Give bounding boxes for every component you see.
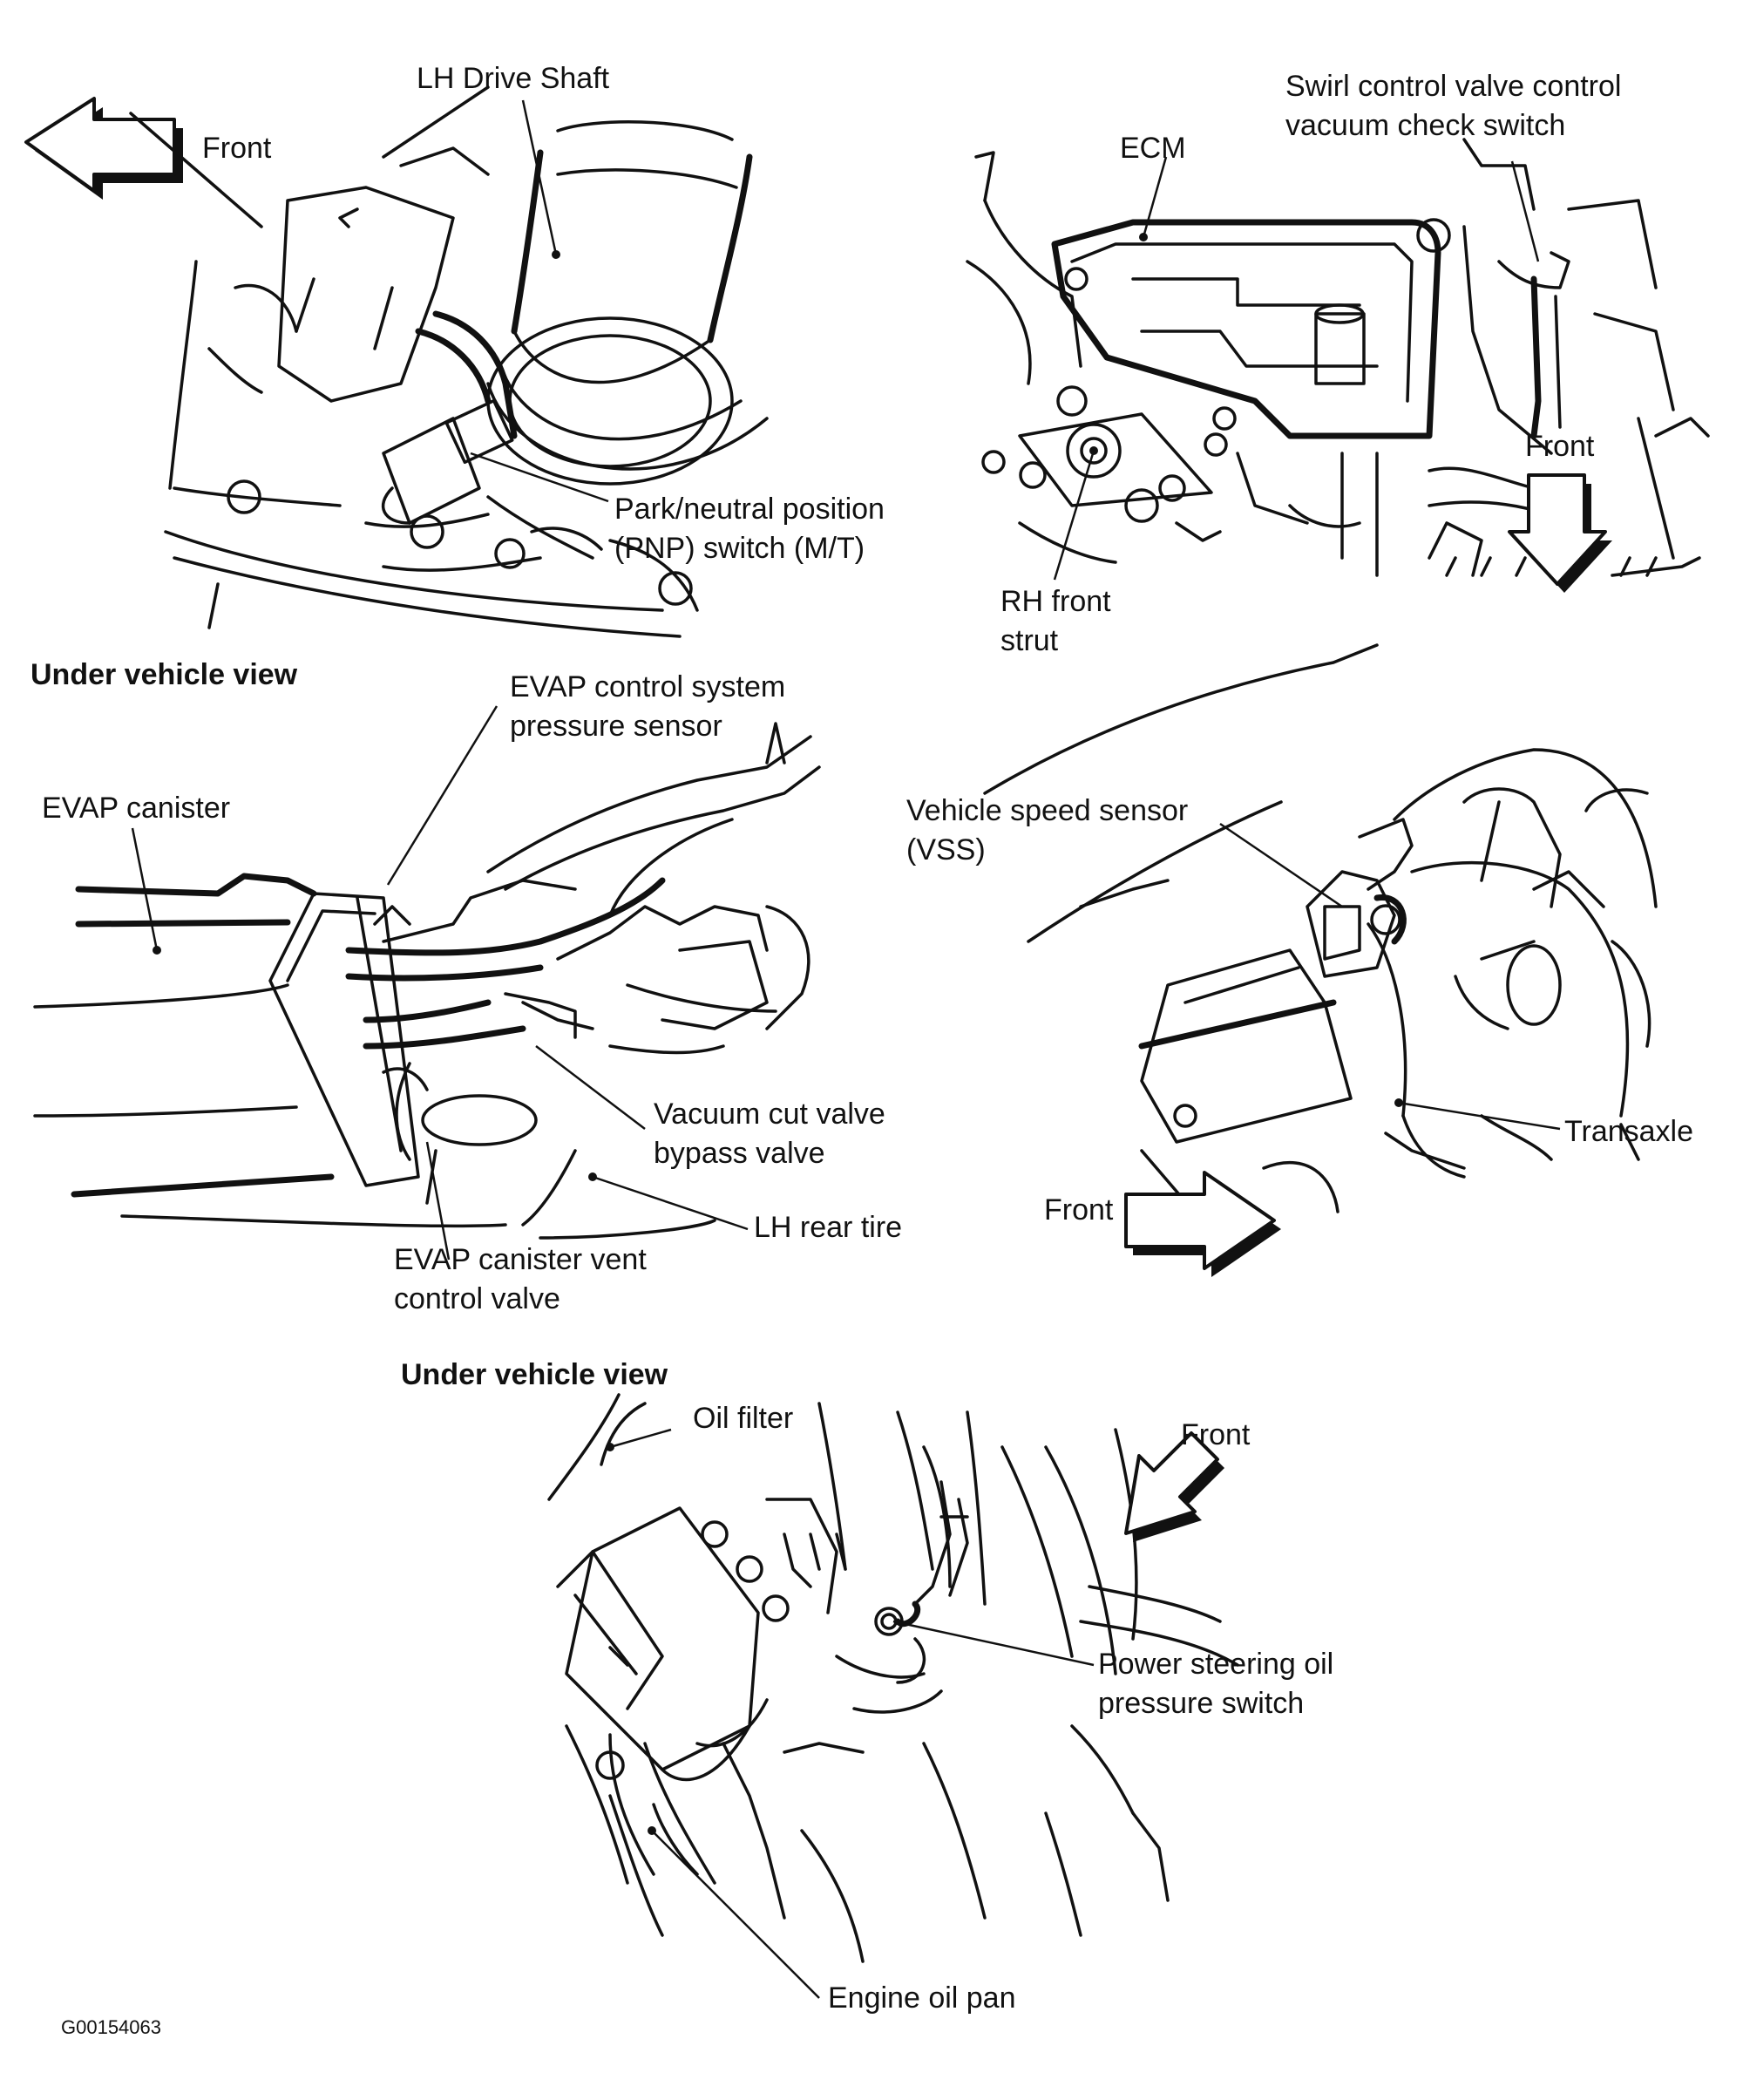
pnp-switch-label: Park/neutral position (PNP) switch (M/T) [614,493,885,565]
leader-rear-tire [592,1175,749,1231]
leader-ps-switch [892,1620,1095,1667]
leader-evap-canister [131,827,159,951]
evap-vent-valve-label: EVAP canister vent control valve [394,1243,647,1315]
leader-dot [648,1826,656,1835]
leader-dot [1139,233,1148,241]
transaxle-label: Transaxle [1564,1115,1694,1148]
leader-dot [1394,1098,1403,1107]
vss-illustration [983,643,1658,1277]
figure-id: G00154063 [61,2016,161,2038]
lh-drive-shaft-label: LH Drive Shaft [417,62,610,95]
front-arrow-diagonal [1124,1431,1224,1542]
leader-dot [552,250,560,259]
front-label: Front [202,132,272,165]
front-arrow-left [24,97,183,200]
leader-oil-pan [651,1830,820,1999]
leader-oil-filter [609,1428,672,1449]
ecm-label: ECM [1120,132,1186,165]
front-arrow-right [1124,1171,1281,1277]
pnp-switch-illustration [24,85,769,638]
evap-pressure-sensor-label: EVAP control system pressure sensor [510,670,786,743]
leader-vent-valve [425,1141,451,1261]
leader-pressure-sensor [386,705,498,886]
leader-dot [588,1172,597,1181]
leader-strut [1053,450,1095,581]
leader-drive-shaft [521,99,558,255]
under-vehicle-view-heading: Under vehicle view [31,658,298,691]
vss-label: Vehicle speed sensor (VSS) [906,794,1189,867]
under-vehicle-view-heading: Under vehicle view [401,1358,668,1391]
ps-oil-pressure-switch-label: Power steering oil pressure switch [1098,1648,1334,1720]
ecm-illustration [966,138,1710,593]
leader-transaxle [1398,1101,1561,1131]
engine-oil-pan-label: Engine oil pan [828,1981,1016,2015]
evap-canister-label: EVAP canister [42,792,231,825]
leader-vss [1219,822,1343,908]
swirl-switch-label: Swirl control valve control vacuum check… [1285,70,1622,142]
oil-filter-label: Oil filter [693,1402,794,1435]
leader-ecm [1142,156,1168,238]
vacuum-cut-valve-label: Vacuum cut valve bypass valve [654,1098,885,1170]
leader-dot [1089,446,1098,455]
evap-canister-illustration [33,722,821,1240]
leader-swirl-switch [1510,160,1540,262]
oil-filter-illustration [547,1393,1239,1963]
leader-dot [606,1443,614,1451]
leader-vacuum-cut [535,1045,646,1130]
front-label: Front [1044,1193,1114,1227]
lh-rear-tire-label: LH rear tire [754,1211,903,1244]
leader-pnp-switch [470,452,609,503]
front-arrow-down [1508,473,1612,593]
leader-dot [153,946,161,955]
front-label: Front [1181,1418,1251,1451]
front-label: Front [1525,430,1595,463]
rh-front-strut-label: RH front strut [1000,585,1111,657]
